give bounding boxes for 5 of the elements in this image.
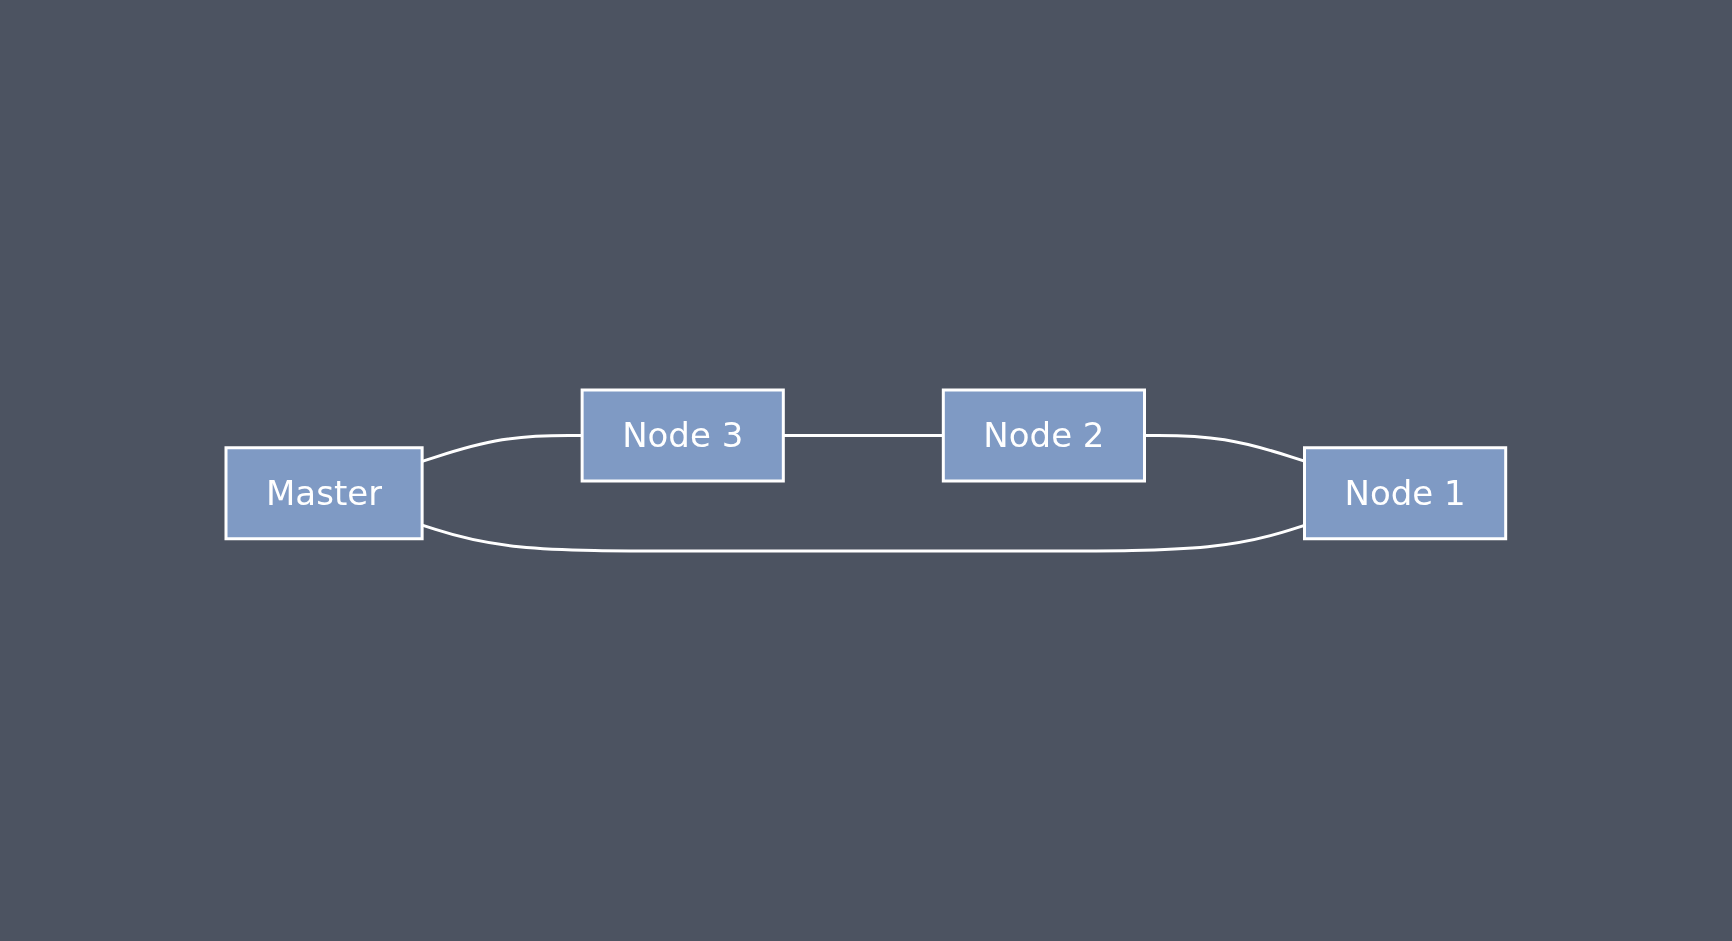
connector [783,434,944,437]
node-box: Node 3 [580,388,785,483]
node-box: Node 1 [1303,446,1508,541]
node-box: Node 2 [941,388,1147,483]
node-box: Master [224,446,424,541]
